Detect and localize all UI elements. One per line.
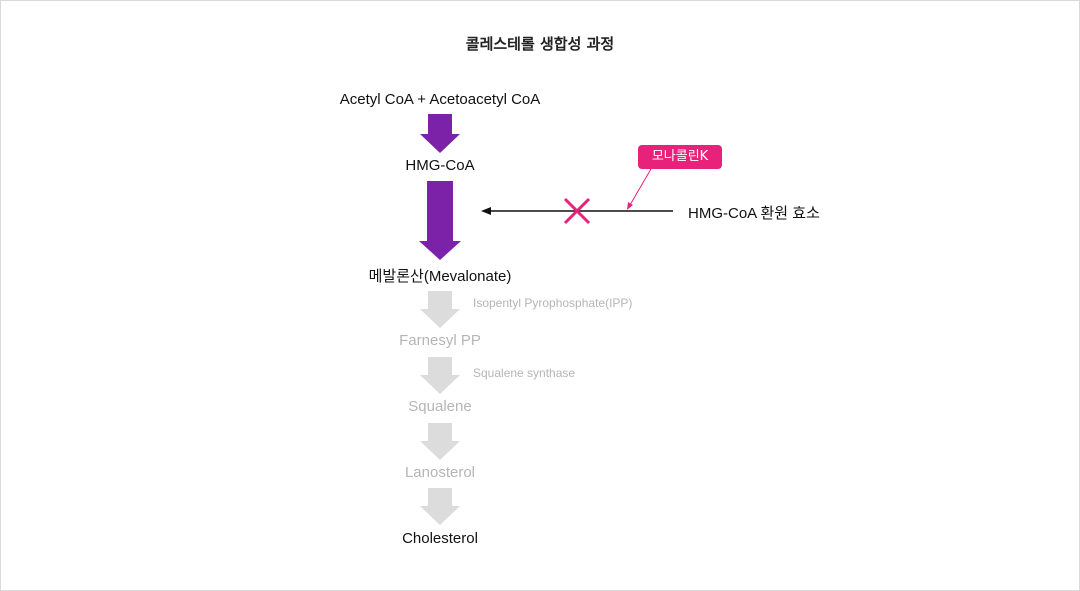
side-label-ipp: Isopentyl Pyrophosphate(IPP) [473,296,633,310]
inhibitor-pointer-line [629,168,652,206]
arrow-hmgcoa-to-mevalonate [419,181,461,260]
node-hmg-coa: HMG-CoA [405,157,475,174]
inhibitor-pointer-head [627,202,633,210]
inhibitor-badge: 모나콜린K [638,145,722,169]
node-lanosterol: Lanosterol [404,464,476,481]
arrow-squalene-to-lanosterol [420,423,460,460]
node-cholesterol: Cholesterol [402,530,478,547]
enzyme-label: HMG-CoA 환원 효소 [688,205,820,222]
arrow-mevalonate-to-farnesyl [420,291,460,328]
arrow-lanosterol-to-cholesterol [420,488,460,525]
diagram-title: 콜레스테롤 생합성 과정 [465,35,615,53]
node-acetyl-coa: Acetyl CoA + Acetoacetyl CoA [339,91,541,108]
node-mevalonate: 메발론산(Mevalonate) [368,268,512,285]
arrow-acetyl-to-hmgcoa [420,114,460,153]
enzyme-arrowhead [481,207,491,215]
node-squalene: Squalene [408,398,472,415]
block-x-mark-b [563,197,591,225]
arrow-farnesyl-to-squalene [420,357,460,394]
node-farnesyl-pp: Farnesyl PP [399,332,481,349]
side-label-squalene-synthase: Squalene synthase [473,366,576,380]
